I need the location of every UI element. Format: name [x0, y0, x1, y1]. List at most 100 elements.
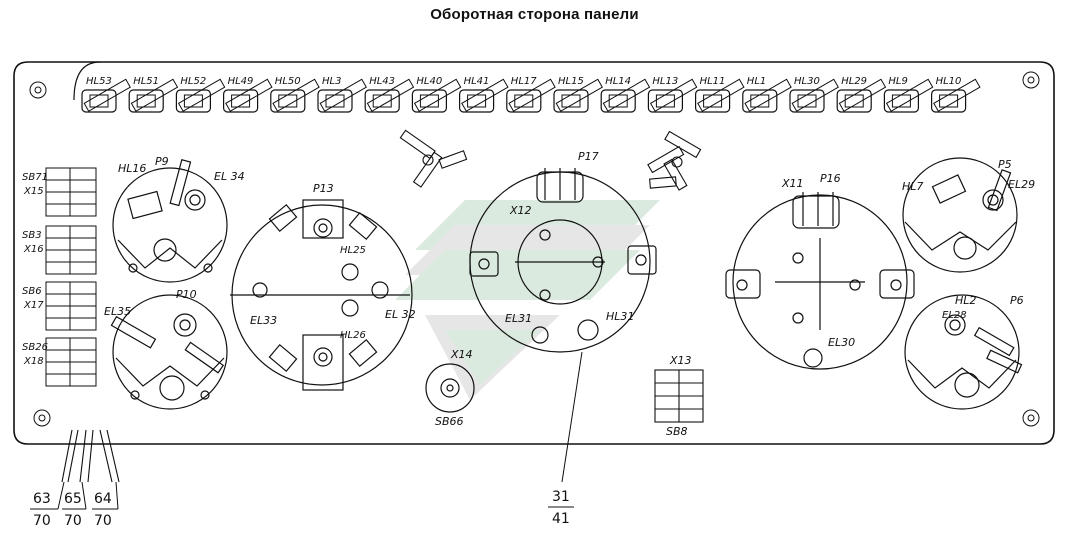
indicator-body — [506, 89, 542, 113]
indicator-label: HL13 — [652, 76, 678, 87]
indicator-hl10: HL10 — [930, 76, 981, 113]
indicator-body — [411, 89, 447, 113]
connector-label: SB26 — [22, 342, 48, 353]
indicator-hl29: HL29 — [836, 76, 887, 113]
terminal-row — [45, 373, 97, 387]
meter-p5 — [902, 157, 1018, 273]
connector-label: X17 — [23, 300, 44, 311]
meter-p10 — [110, 294, 228, 410]
indicator-hl49: HL49 — [223, 76, 273, 113]
indicator-label: HL53 — [86, 76, 112, 87]
label-hl25: HL25 — [340, 245, 366, 256]
label-sb66: SB66 — [435, 415, 464, 428]
label-hl31: HL31 — [606, 310, 634, 323]
indicator-label: HL17 — [511, 76, 537, 87]
indicator-label: HL10 — [936, 76, 962, 87]
wire-tag — [319, 78, 367, 112]
indicator-body — [223, 89, 259, 113]
wire-tag — [791, 78, 839, 112]
indicator-body — [836, 89, 872, 113]
indicator-hl40: HL40 — [411, 76, 462, 113]
wire-tag — [83, 78, 131, 112]
callout-63-num: 63 — [33, 491, 51, 507]
indicator-label: HL41 — [464, 76, 490, 87]
indicator-label: HL1 — [747, 76, 766, 87]
indicator-label: HL9 — [888, 76, 907, 87]
label-x14: X14 — [450, 348, 473, 361]
callout-64-den: 70 — [94, 513, 112, 529]
label-hl7: HL7 — [902, 180, 923, 193]
connector-label: X18 — [23, 356, 44, 367]
switch-assembly-left — [399, 129, 468, 188]
callout-64-num: 64 — [94, 491, 112, 507]
indicator-label: HL11 — [700, 76, 726, 87]
indicator-body — [459, 89, 495, 113]
meter-p9 — [112, 158, 228, 283]
terminal-row — [45, 261, 97, 275]
indicator-hl3: HL3 — [317, 76, 367, 113]
indicator-hl9: HL9 — [883, 76, 934, 113]
wire-tag — [461, 78, 509, 112]
label-hl26: HL26 — [340, 330, 366, 341]
indicator-body — [930, 89, 967, 113]
indicator-hl1: HL1 — [742, 76, 792, 113]
indicator-label: HL52 — [180, 76, 206, 87]
connector-label: SB3 — [22, 230, 42, 241]
label-sb8: SB8 — [666, 425, 688, 438]
wire-tag — [177, 78, 226, 112]
panel-outline — [13, 61, 1055, 445]
indicator-body — [647, 89, 684, 113]
indicator-label: HL30 — [794, 76, 820, 87]
terminal-row — [45, 349, 97, 363]
meter-p13 — [230, 199, 413, 391]
indicator-label: HL49 — [228, 76, 254, 87]
indicator-hl52: HL52 — [175, 76, 226, 113]
label-el34: EL 34 — [214, 170, 245, 183]
indicator-hl51: HL51 — [128, 76, 179, 113]
label-p17: P17 — [578, 150, 599, 163]
watermark-logo — [395, 200, 660, 400]
indicator-hl41: HL41 — [459, 76, 509, 113]
callout-65-den: 70 — [64, 513, 82, 529]
callout-63-den: 70 — [33, 513, 51, 529]
terminal-row — [45, 191, 97, 205]
indicator-label: HL3 — [322, 76, 341, 87]
indicator-label: HL15 — [558, 76, 584, 87]
wire-tag — [555, 78, 603, 112]
indicator-hl30: HL30 — [789, 76, 839, 113]
indicator-body — [81, 89, 117, 113]
wire-tag — [838, 78, 887, 112]
label-hl2: HL2 — [955, 294, 976, 307]
indicator-hl13: HL13 — [647, 76, 698, 113]
indicator-body — [270, 89, 306, 113]
indicator-hl14: HL14 — [600, 76, 651, 113]
indicator-body — [364, 89, 400, 113]
label-el31: EL31 — [505, 312, 532, 325]
indicator-label: HL51 — [133, 76, 159, 87]
indicator-body — [553, 89, 589, 113]
indicator-hl17: HL17 — [506, 76, 556, 113]
label-hl16: HL16 — [118, 162, 146, 175]
label-p16: P16 — [820, 172, 841, 185]
indicator-label: HL14 — [605, 76, 631, 87]
meter-p17 — [469, 168, 657, 353]
callout-65-num: 65 — [64, 491, 82, 507]
indicator-body — [175, 89, 211, 113]
wire-tag — [272, 78, 320, 112]
wire-tag — [885, 78, 934, 112]
indicator-body — [694, 89, 731, 113]
terminal-row — [45, 249, 97, 263]
wire-tag — [744, 78, 792, 112]
wire-tag — [697, 78, 745, 112]
label-p6: P6 — [1010, 294, 1024, 307]
connector-label: X16 — [23, 244, 44, 255]
terminal-row — [45, 179, 97, 193]
terminal-row — [45, 317, 97, 331]
label-el30: EL30 — [828, 336, 855, 349]
label-x13: X13 — [669, 354, 692, 367]
connector-x13 — [654, 369, 704, 423]
terminal-row — [45, 281, 97, 295]
label-p9: P9 — [155, 155, 169, 168]
